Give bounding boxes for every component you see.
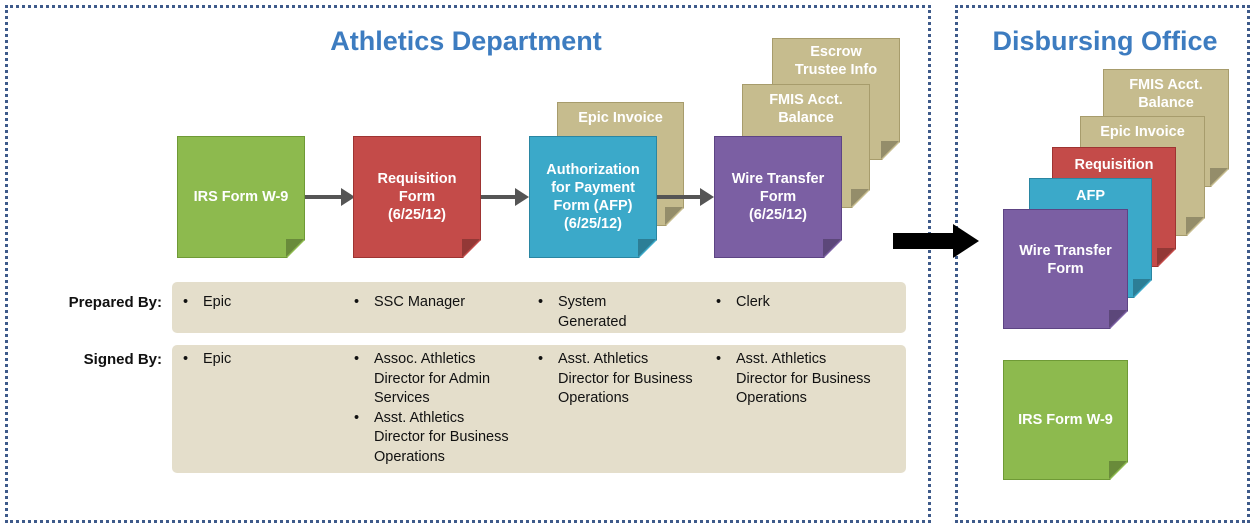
signed-by-cell-2: Assoc. Athletics Director for Admin Serv… (354, 350, 534, 467)
afp-form-doc: Authorization for Payment Form (AFP) (6/… (529, 136, 657, 258)
arrow-afp-to-wire (657, 188, 714, 206)
athletics-department-panel (5, 5, 931, 523)
prepared-by-cell-4: Clerk (716, 293, 886, 313)
prepared-by-cell-3: System Generated (538, 293, 708, 332)
requisition-form-doc: Requisition Form (6/25/12) (353, 136, 481, 258)
disbursing-irs-form-w9-doc: IRS Form W-9 (1003, 360, 1128, 480)
list-item: Epic (183, 293, 333, 313)
handoff-arrow (893, 224, 979, 258)
signed-by-label: Signed By: (83, 351, 162, 368)
arrow-requisition-to-afp (481, 188, 529, 206)
list-item: Epic (183, 350, 333, 370)
list-item: Asst. Athletics Director for Business Op… (354, 409, 534, 468)
signed-by-cell-4: Asst. Athletics Director for Business Op… (716, 350, 896, 409)
irs-form-w9-doc: IRS Form W-9 (177, 136, 305, 258)
list-item: Asst. Athletics Director for Business Op… (538, 350, 718, 409)
signed-by-cell-3: Asst. Athletics Director for Business Op… (538, 350, 718, 409)
signed-by-cell-1: Epic (183, 350, 333, 370)
prepared-by-cell-1: Epic (183, 293, 333, 313)
disbursing-office-panel (955, 5, 1250, 523)
list-item: Assoc. Athletics Director for Admin Serv… (354, 350, 534, 409)
list-item: Asst. Athletics Director for Business Op… (716, 350, 896, 409)
wire-transfer-form-doc: Wire Transfer Form (6/25/12) (714, 136, 842, 258)
list-item: Clerk (716, 293, 886, 313)
disbursing-wire-transfer-doc: Wire Transfer Form (1003, 209, 1128, 329)
disbursing-office-title: Disbursing Office (992, 26, 1218, 56)
list-item: SSC Manager (354, 293, 524, 313)
athletics-department-title: Athletics Department (330, 26, 602, 56)
prepared-by-label: Prepared By: (68, 294, 162, 311)
list-item: System Generated (538, 293, 708, 332)
handoff-arrow-shape (893, 224, 979, 258)
arrow-w9-to-requisition (305, 188, 355, 206)
prepared-by-cell-2: SSC Manager (354, 293, 524, 313)
